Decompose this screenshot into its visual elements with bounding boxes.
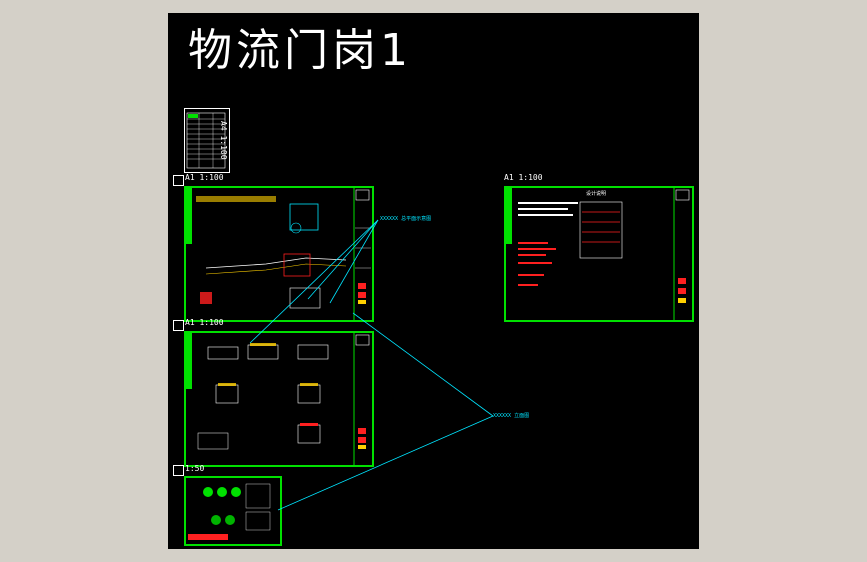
scale-label-sheet2: A1 1:100 (185, 318, 224, 327)
elevations-graphic (186, 333, 370, 465)
notes-graphic (506, 188, 690, 320)
drawing-title: 物流门岗1 (188, 25, 412, 76)
sheet-details[interactable] (184, 476, 282, 546)
scale-label-sheet4: A1 1:100 (504, 173, 543, 182)
notes-header: 设计说明 (586, 191, 607, 197)
cad-model-space[interactable]: 物流门岗1 A4 1:100 A1 1:100 (168, 13, 699, 549)
sheet1-marker (173, 175, 184, 186)
details-graphic (188, 483, 271, 540)
sheet-notes[interactable]: 设计说明 (504, 186, 694, 322)
sheet2-marker (173, 320, 184, 331)
callout-elevations: XXXXXX 立面图 (493, 413, 530, 419)
index-table-graphic (186, 112, 226, 169)
site-plan-graphic (186, 188, 371, 320)
scale-label-sheet1: A1 1:100 (185, 173, 224, 182)
sheet3-marker (173, 465, 184, 476)
sheet-a4-index[interactable] (184, 108, 230, 173)
sheet-elevations[interactable] (184, 331, 374, 467)
callout-site-plan: XXXXXX 总平面示意图 (380, 216, 432, 222)
scale-label-sheet3: 1:50 (185, 464, 205, 473)
leader-lines (249, 219, 494, 511)
